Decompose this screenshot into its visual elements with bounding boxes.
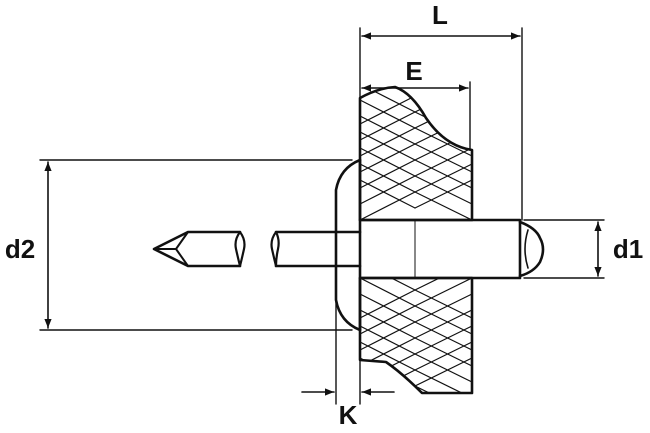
material-top-hatch xyxy=(360,87,472,220)
mandrel-break-left xyxy=(234,230,246,268)
mandrel-stem xyxy=(274,230,362,268)
material-top-outline xyxy=(358,85,474,222)
label-K: K xyxy=(339,400,358,430)
mandrel-head-neck xyxy=(524,229,529,269)
label-d1: d1 xyxy=(613,234,643,264)
label-E: E xyxy=(405,56,422,86)
rivet-head xyxy=(334,158,362,332)
mandrel-tip-facets xyxy=(153,231,189,267)
mandrel-break-right xyxy=(270,230,280,268)
label-d2: d2 xyxy=(5,234,35,264)
label-L: L xyxy=(432,0,448,30)
mandrel-head xyxy=(518,220,545,278)
material-bottom-hatch xyxy=(360,278,472,393)
material-bottom-outline xyxy=(358,276,474,395)
rivet-body xyxy=(358,218,522,280)
